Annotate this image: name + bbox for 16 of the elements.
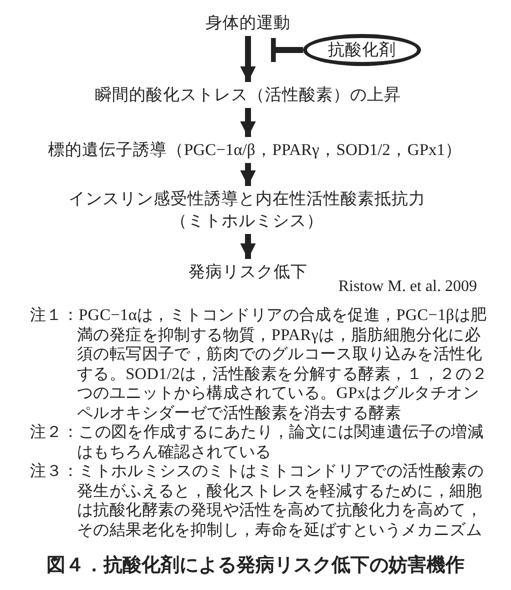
arrow bbox=[240, 163, 256, 186]
arrow bbox=[240, 234, 256, 259]
process-text: 瞬間的酸化ストレス（活性酸素）の上昇 bbox=[88, 84, 408, 106]
inhibitor-ellipse: 抗酸化剤 bbox=[303, 34, 421, 66]
note-text: 注１：PGC−1αは，ミトコンドリアの合成を促進，PGC−1βは肥満の発症を抑制する物質，PPARγは，脂肪細胞分化に必須の転写因子で，筋肉でのグルコース取り込みを活性化する。SOD1/2は，活性酸素を分解する酵素，１，２の２つのユニットから構成されている。GPxはグルタチオンペルオキシダーゼで活性酸素を消去する酵素 bbox=[30, 306, 488, 423]
arrow bbox=[240, 108, 256, 137]
citation-text: Ristow M. et al. 2009 bbox=[338, 278, 477, 296]
result-text: 発病リスク低下 bbox=[188, 261, 308, 283]
note-text: 注３：ミトホルミシスのミトはミトコンドリアでの活性酸素の発生がふえると，酸化ストレスを軽減するために，細胞は抗酸化酵素の発現や活性を高めて抗酸化力を高めて，その結果老化を抑制し，寿命を延ばすというメカニズム bbox=[30, 462, 485, 540]
inhibition-line bbox=[271, 38, 303, 62]
process-text: 身体的運動 bbox=[203, 12, 293, 34]
arrow bbox=[240, 36, 256, 82]
note-text: 注２：この図を作成するにあたり，論文には関連遺伝子の増減はもちろん確認されている bbox=[30, 423, 485, 462]
process-text: インスリン感受性誘導と内在性活性酸素抵抗力（ミトホルミシス） bbox=[61, 188, 433, 232]
caption: 図４．抗酸化剤による発病リスク低下の妨害機作 bbox=[46, 553, 466, 578]
process-text: 標的遺伝子誘導（PGC−1α/β，PPARγ，SOD1/2，GPx1） bbox=[20, 139, 490, 161]
